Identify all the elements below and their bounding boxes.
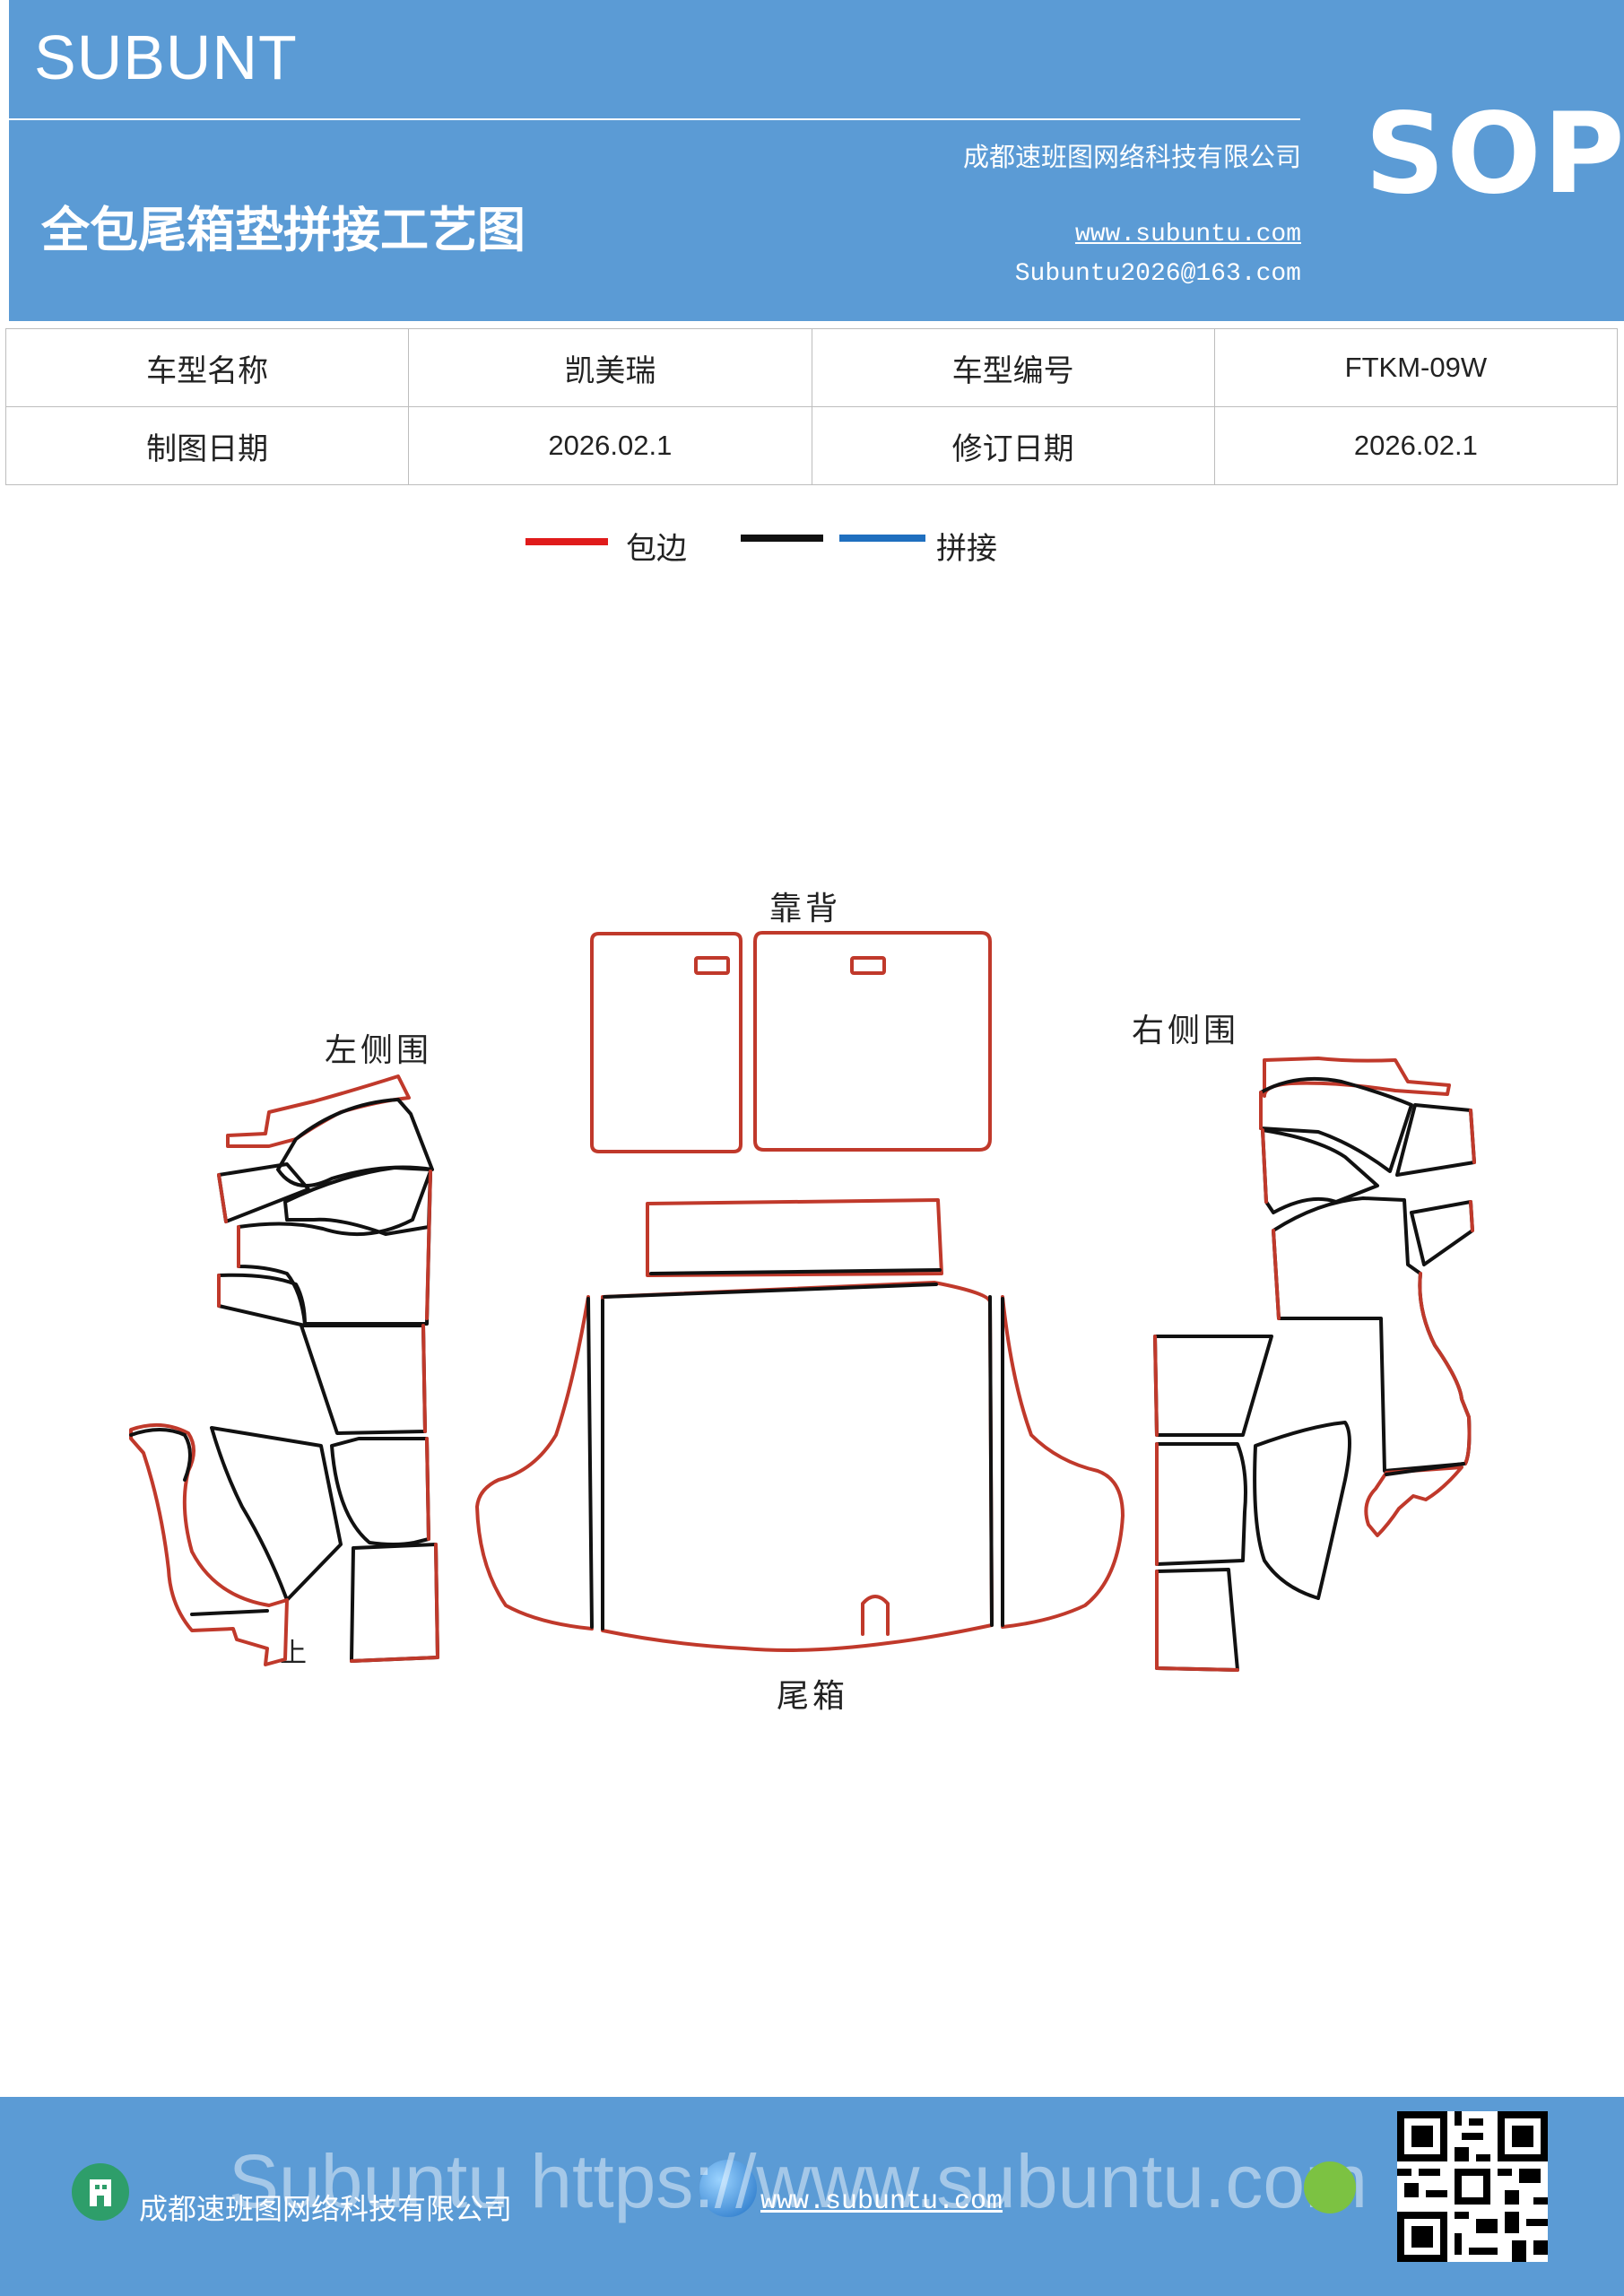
table-row: 制图日期 2026.02.1 修订日期 2026.02.1 (4, 406, 1619, 485)
trunk-left-wing-seam (586, 1297, 594, 1629)
trunk-top-strip (646, 1198, 943, 1277)
back-panel-left (590, 932, 743, 1153)
left-side-top (226, 1074, 411, 1148)
back-panel-right (753, 931, 992, 1152)
trunk-top-strip-seam (649, 1268, 942, 1275)
right-side-top (1263, 1057, 1451, 1098)
cell-value: FTKM-09W (1213, 328, 1619, 407)
vehicle-info-table: 车型名称 凯美瑞 车型编号 FTKM-09W 制图日期 2026.02.1 修订… (4, 328, 1619, 485)
footer-website-link[interactable]: www.subuntu.com (760, 2187, 1003, 2217)
sop-badge: SOP (1365, 90, 1624, 219)
footer-banner: 成都速班图网络科技有限公司 www.subuntu.com Subuntu ht… (0, 2097, 1624, 2296)
cell-label: 制图日期 (4, 406, 410, 485)
building-icon (72, 2163, 129, 2221)
cell-label: 修订日期 (811, 406, 1215, 485)
trunk-left-wing (475, 1295, 594, 1631)
header-divider (9, 118, 1300, 120)
brand-logo-text: SUBUNT (34, 22, 298, 92)
email-text: Subuntu2026@163.com (1014, 260, 1301, 288)
footer-watermark-text: Subuntu https://www.subuntu.com (229, 2139, 1368, 2223)
right-side-piece-1 (1259, 1076, 1413, 1173)
left-side-upper-seam (276, 1098, 434, 1187)
trunk-floor-seams (601, 1283, 994, 1631)
globe-icon (699, 2160, 757, 2217)
right-side-piece-6-edge (1153, 1335, 1159, 1437)
left-side-piece-4-edge (237, 1170, 432, 1320)
cell-label: 车型名称 (4, 328, 410, 407)
header-banner: SUBUNT 全包尾箱垫拼接工艺图 成都速班图网络科技有限公司 www.subu… (9, 0, 1624, 321)
website-link[interactable]: www.subuntu.com (1074, 221, 1301, 248)
legend-label-seam: 拼接 (936, 531, 997, 567)
qr-code-pattern (1397, 2111, 1548, 2262)
trunk-floor-notch (861, 1595, 890, 1636)
label-trunk: 尾箱 (777, 1678, 849, 1715)
qr-code-icon[interactable] (1397, 2111, 1548, 2262)
left-side-piece-2-edge (217, 1173, 228, 1223)
label-right-side: 右侧围 (1132, 1013, 1240, 1049)
trunk-floor (601, 1281, 994, 1652)
left-side-piece-9 (350, 1543, 439, 1663)
left-side-piece-6 (300, 1324, 427, 1435)
right-side-piece-7 (1155, 1442, 1247, 1566)
right-side-piece-2-edge (1469, 1109, 1476, 1164)
right-side-piece-9 (1155, 1568, 1239, 1672)
company-name: 成都速班图网络科技有限公司 (962, 142, 1301, 172)
right-side-piece-4-edge (1469, 1200, 1474, 1232)
right-side-piece-3-edge (1261, 1128, 1268, 1204)
legend: 包边 拼接 (0, 524, 1624, 574)
left-side-piece-6-edge (421, 1324, 427, 1433)
legend-swatch-seam-blue (839, 535, 925, 542)
legend-swatch-seam-black (741, 535, 823, 542)
cell-label: 车型编号 (811, 328, 1215, 407)
wechat-icon (1304, 2161, 1356, 2213)
right-side-bottom (1364, 1465, 1463, 1537)
left-side-bottom (129, 1422, 289, 1666)
right-side-piece-5-edge (1272, 1229, 1472, 1465)
left-side-piece-8 (330, 1437, 430, 1546)
right-side-piece-4 (1410, 1200, 1474, 1266)
right-side-piece-9-edge (1155, 1570, 1239, 1672)
trunk-right-wing (1001, 1295, 1125, 1629)
trunk-mat-diagram (129, 931, 1476, 1672)
cell-value: 凯美瑞 (408, 328, 812, 407)
left-side-piece-5 (217, 1273, 307, 1327)
back-panel-left-slot (694, 956, 730, 975)
table-row: 车型名称 凯美瑞 车型编号 FTKM-09W (4, 328, 1619, 407)
legend-label-edge: 包边 (626, 531, 687, 567)
right-side-piece-3 (1261, 1128, 1379, 1214)
cell-value: 2026.02.1 (408, 406, 812, 485)
back-panel-right-slot (850, 956, 886, 975)
left-side-bottom-seam (129, 1428, 269, 1616)
left-side-piece-4 (237, 1170, 432, 1326)
building-icon-glyph (90, 2179, 111, 2206)
label-back: 靠背 (769, 891, 842, 927)
right-side-piece-6 (1153, 1335, 1273, 1437)
left-side-piece-8-edge (425, 1437, 430, 1541)
right-side-piece-8 (1253, 1421, 1351, 1600)
left-side-piece-2 (217, 1162, 310, 1223)
right-side-bottom-seam (1385, 1462, 1465, 1476)
footer-company-name: 成都速班图网络科技有限公司 (139, 2192, 513, 2226)
legend-swatch-edge (525, 538, 608, 545)
cell-value: 2026.02.1 (1213, 406, 1619, 485)
label-left-side: 左侧围 (325, 1032, 433, 1069)
page-title: 全包尾箱垫拼接工艺图 (41, 201, 525, 258)
left-side-piece-7 (210, 1426, 343, 1602)
left-side-piece-9-edge (350, 1543, 439, 1663)
